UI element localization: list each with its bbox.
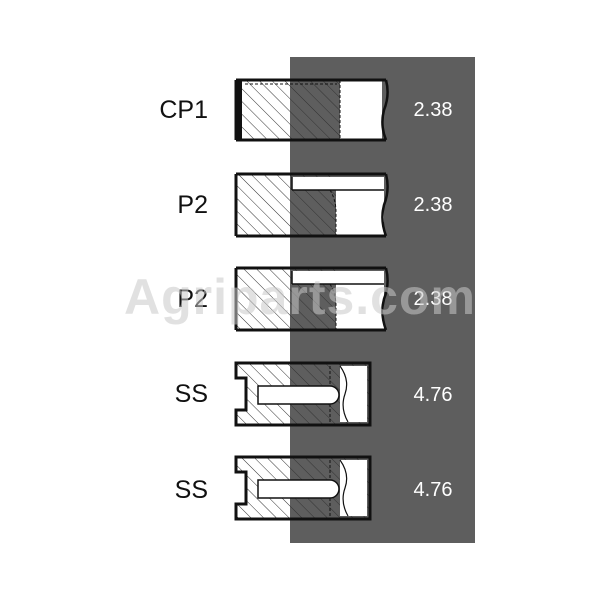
ring-profile-cp1 (234, 78, 389, 142)
ring-size-ss-a: 4.76 (413, 384, 453, 406)
ring-label-ss-a: SS (174, 380, 208, 408)
ring-profile-p2-b (234, 266, 389, 332)
ring-label-ss-b: SS (174, 476, 208, 504)
watermark: Agriparts.com (124, 269, 476, 325)
ring-size-ss-b: 4.76 (413, 479, 453, 501)
ring-profile-p2-a (234, 172, 389, 238)
ring-label-p2-b: P2 (177, 285, 208, 313)
ring-label-cp1: CP1 (159, 96, 208, 124)
ring-size-p2-a: 2.38 (413, 194, 453, 216)
ring-profile-ss-a (234, 361, 372, 427)
ring-label-p2-a: P2 (177, 191, 208, 219)
ring-size-p2-b: 2.38 (413, 288, 453, 310)
ring-profile-ss-b (234, 455, 372, 521)
ring-size-cp1: 2.38 (413, 99, 453, 121)
